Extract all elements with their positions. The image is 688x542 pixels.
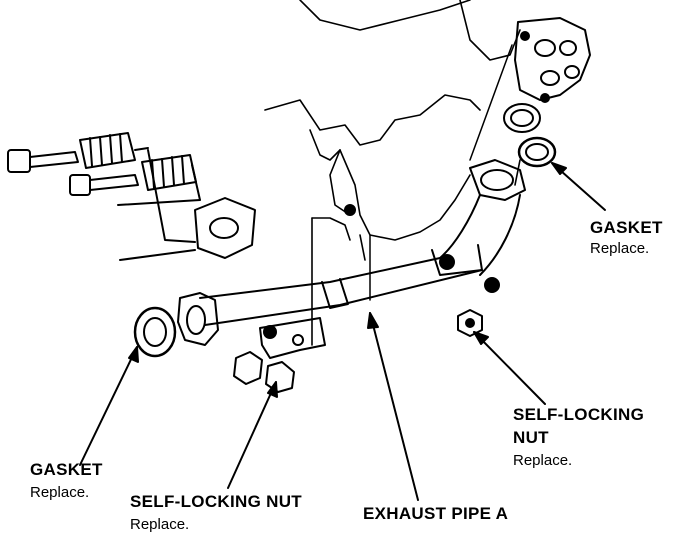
nut-bottom-note: Replace.: [130, 516, 190, 533]
nut-bottom-title: SELF-LOCKING NUT: [130, 492, 302, 511]
gasket-right: [517, 136, 557, 168]
nut-right-note: Replace.: [513, 452, 573, 469]
gasket-right-title: GASKET: [590, 218, 663, 237]
gasket-right-note: Replace.: [590, 240, 650, 257]
exhaust-pipe-a-label: EXHAUST PIPE A: [363, 504, 509, 523]
right-self-locking-nut: [457, 309, 483, 337]
gasket-left-note: Replace.: [30, 484, 90, 501]
spring-bolts: [7, 132, 256, 261]
upper-gasket-ring: [503, 103, 541, 133]
nut-right-title-line2: NUT: [513, 428, 549, 447]
callout-arrows: [79, 44, 606, 501]
gasket-left: [133, 306, 177, 358]
nut-right-title-line1: SELF-LOCKING: [513, 405, 645, 424]
exhaust-manifold: [514, 17, 591, 103]
exhaust-pipe-a: [177, 159, 526, 359]
gasket-left-title: GASKET: [30, 460, 103, 479]
engine-outline: [264, 0, 521, 346]
bottom-nut-pair: [233, 351, 295, 393]
